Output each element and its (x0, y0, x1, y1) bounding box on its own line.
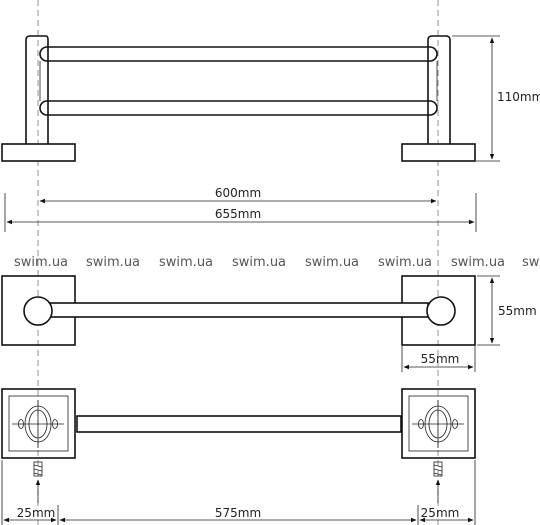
inner-width-label: 600mm (215, 186, 261, 200)
right-screw-hole (418, 419, 424, 429)
overall-width-label: 655mm (215, 207, 261, 221)
watermark-row: swim.ua swim.ua swim.ua swim.ua swim.ua … (14, 255, 540, 270)
left-rosette (23, 296, 53, 326)
right-mount-plate (401, 388, 476, 459)
watermark-text: swim.ua (378, 255, 432, 270)
edge-right-label: 25mm (421, 506, 460, 520)
watermark-text: swim.ua (232, 255, 286, 270)
watermark-text: swim.ua (451, 255, 505, 270)
watermark-text: swim.ua (159, 255, 213, 270)
height-dimension (452, 35, 500, 162)
edge-left-label: 25mm (17, 506, 56, 520)
watermark-text: swim.ua (14, 255, 68, 270)
watermark-text: swim.ua (305, 255, 359, 270)
bottom-rail (39, 100, 438, 116)
left-screw (33, 461, 43, 477)
right-screw (433, 461, 443, 477)
plate-height-label: 55mm (498, 304, 537, 318)
mounting-view (1, 388, 476, 503)
plate-width-label: 55mm (421, 352, 460, 366)
height-label: 110mm (497, 90, 540, 104)
top-view (1, 275, 476, 346)
width-dimensions (4, 193, 477, 232)
front-view (1, 35, 476, 162)
mount-bar (76, 415, 402, 433)
right-screw-hole (452, 419, 458, 429)
left-screw-hole (18, 419, 24, 429)
right-rosette (426, 296, 456, 326)
bracket-span-label: 575mm (215, 506, 261, 520)
left-base-plate (1, 143, 76, 162)
left-mount-plate (1, 388, 76, 459)
plate-width-dimension (401, 346, 476, 372)
watermark-text: sw (522, 255, 540, 270)
top-rail (39, 46, 438, 62)
bottom-dimensions (1, 460, 476, 525)
left-mount-inner (8, 395, 69, 452)
right-base-plate (401, 143, 476, 162)
left-screw-hole (52, 419, 58, 429)
right-mount-inner (408, 395, 469, 452)
left-post (25, 35, 49, 144)
watermark-text: swim.ua (86, 255, 140, 270)
plate-height-dimension (477, 275, 500, 346)
top-view-bar (49, 302, 429, 318)
right-post (427, 35, 451, 144)
